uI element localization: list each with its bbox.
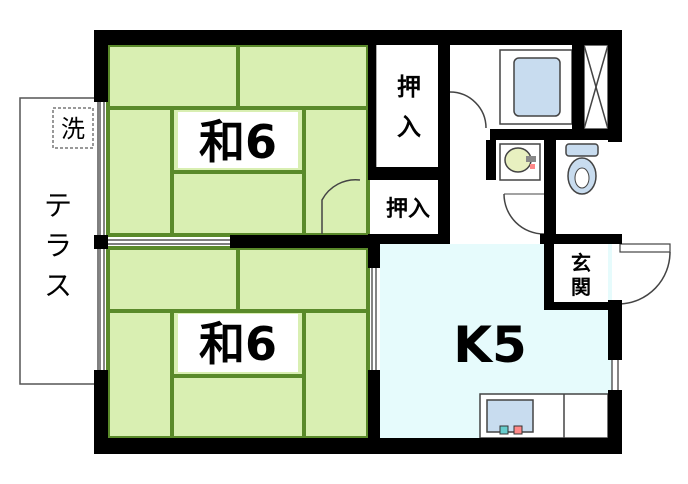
bathroom bbox=[449, 45, 578, 129]
closet-top-label-2: 入 bbox=[397, 113, 421, 141]
washer-label: 洗 bbox=[61, 115, 85, 143]
tatami-room-bottom bbox=[106, 246, 370, 440]
genkan-label-1: 玄 bbox=[571, 251, 591, 275]
terrace-label-1: テ bbox=[44, 189, 72, 222]
bathtub bbox=[513, 57, 561, 117]
genkan-area bbox=[554, 244, 608, 302]
kitchen-counter bbox=[479, 393, 609, 439]
room-label-kitchen: K5 bbox=[453, 316, 527, 374]
window-frames bbox=[99, 102, 619, 390]
entrance-door bbox=[619, 243, 671, 305]
walls bbox=[94, 30, 622, 454]
storage-box bbox=[583, 44, 609, 130]
terrace-label-2: ラ bbox=[44, 229, 72, 262]
closet-small-label: 押入 bbox=[386, 196, 430, 222]
terrace-label-3: ス bbox=[44, 269, 72, 302]
toilet-room bbox=[556, 140, 608, 230]
room-label-top: 和6 bbox=[199, 115, 277, 169]
closet-top bbox=[380, 45, 438, 167]
genkan-label-2: 関 bbox=[571, 275, 591, 299]
door-swing-small-closet bbox=[321, 179, 361, 234]
washbasin-area bbox=[496, 140, 545, 235]
closet-small bbox=[376, 180, 438, 234]
closet-top-label-1: 押 bbox=[397, 73, 421, 101]
washer-space bbox=[52, 107, 94, 149]
room-label-bottom: 和6 bbox=[199, 317, 277, 371]
